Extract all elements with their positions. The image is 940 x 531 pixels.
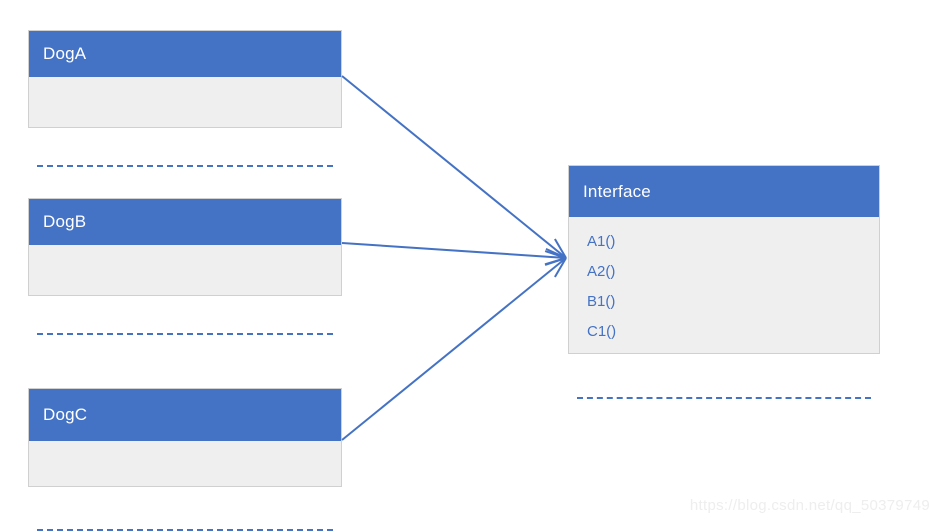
class-box-dogb[interactable]: DogB [28, 198, 342, 335]
class-divider-doga [37, 165, 333, 167]
class-title-doga: DogA [43, 44, 87, 63]
class-member: A1() [587, 233, 616, 250]
class-header-dogc: DogC [29, 389, 341, 441]
arrow-dogA-to-interface [341, 75, 567, 259]
class-header-doga: DogA [29, 31, 341, 77]
class-members-dogc [29, 441, 341, 451]
class-box-interface[interactable]: Interface A1() A2() B1() C1() [568, 165, 880, 399]
class-body-dogc [29, 441, 341, 531]
arrow-dogB-to-interface [341, 242, 567, 266]
class-members-dogb [29, 245, 341, 255]
class-body-dogb [29, 245, 341, 335]
class-divider-dogb [37, 333, 333, 335]
class-box-doga[interactable]: DogA [28, 30, 342, 167]
class-box-dogc[interactable]: DogC [28, 388, 342, 531]
class-divider-interface [577, 397, 871, 399]
class-title-dogb: DogB [43, 212, 87, 231]
class-members-interface: A1() A2() B1() C1() [569, 217, 879, 347]
class-header-dogb: DogB [29, 199, 341, 245]
arrow-dogC-to-interface [341, 257, 567, 441]
class-body-doga [29, 77, 341, 167]
class-body-interface: A1() A2() B1() C1() [569, 217, 879, 399]
class-members-doga [29, 77, 341, 87]
class-header-interface: Interface [569, 166, 879, 217]
class-title-dogc: DogC [43, 405, 88, 424]
class-title-interface: Interface [583, 181, 651, 201]
class-member: B1() [587, 293, 616, 310]
watermark: https://blog.csdn.net/qq_50379749 [689, 497, 930, 514]
diagram-canvas: DogA DogB DogC Interface A1()A2()B [28, 30, 930, 531]
class-member: C1() [587, 323, 617, 340]
class-member: A2() [587, 263, 616, 280]
